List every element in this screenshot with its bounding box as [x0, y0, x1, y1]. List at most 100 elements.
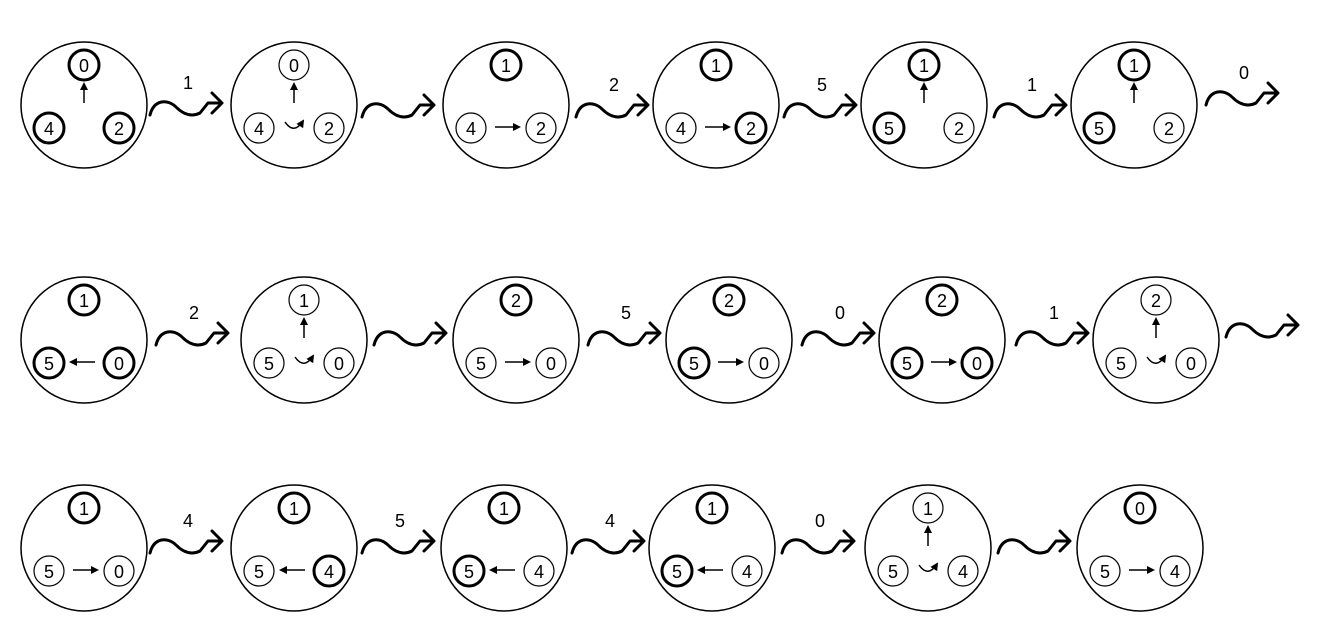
node-top: 1: [277, 491, 311, 525]
node-label: 2: [746, 119, 756, 139]
arrow-head: [636, 93, 650, 117]
node-top: 1: [67, 491, 101, 525]
node-left: 5: [32, 346, 66, 380]
squiggle-arrow: [570, 538, 644, 555]
transition-15: 4: [570, 511, 646, 555]
node-left: 5: [253, 347, 285, 379]
transition-label: 5: [395, 511, 405, 531]
transition-label: 1: [1049, 303, 1059, 323]
node-left: 5: [33, 555, 65, 587]
transition-3: 2: [574, 75, 650, 119]
node-circle: [452, 554, 486, 588]
state-circle: [440, 484, 568, 612]
node-left: 4: [32, 111, 66, 145]
transition-6: 0: [1204, 63, 1280, 107]
node-label: 5: [264, 354, 274, 374]
node-circle: [323, 347, 355, 379]
transition-16: 0: [780, 511, 856, 555]
state-circle: [230, 484, 358, 612]
transition-11: 1: [1014, 303, 1090, 347]
node-label: 4: [1170, 562, 1180, 582]
node-circle: [253, 347, 285, 379]
node-circle: [731, 555, 763, 587]
arrow-head: [434, 321, 448, 345]
transition-5: 1: [992, 75, 1068, 119]
node-label: 1: [79, 291, 89, 311]
squiggle-arrow: [782, 102, 856, 119]
curl-arrow: [284, 119, 305, 129]
node-circle: [960, 346, 994, 380]
node-circle: [1175, 347, 1207, 379]
node-left: 5: [1105, 347, 1137, 379]
node-right: 2: [525, 112, 557, 144]
arrow-head: [1054, 93, 1068, 117]
node-circle: [699, 48, 733, 82]
node-top: 1: [699, 48, 733, 82]
node-label: 5: [1100, 562, 1110, 582]
node-right: 4: [523, 555, 555, 587]
state-circle: [452, 276, 580, 404]
node-circle: [877, 555, 909, 587]
transition-label: 0: [1239, 63, 1249, 83]
node-circle: [67, 48, 101, 82]
node-label: 0: [972, 354, 982, 374]
squiggle-arrow: [586, 330, 660, 347]
arrow-head: [632, 529, 646, 553]
node-label: 1: [289, 499, 299, 519]
node-label: 0: [1186, 354, 1196, 374]
node-label: 0: [289, 56, 299, 76]
transition-7: 2: [154, 303, 230, 347]
node-label: 4: [534, 562, 544, 582]
node-top: 1: [907, 48, 941, 82]
state-circle: [860, 41, 988, 169]
node-top: 2: [712, 283, 746, 317]
node-label: 5: [902, 354, 912, 374]
node-label: 0: [1135, 499, 1145, 519]
arrow-head: [1286, 313, 1300, 337]
transition-2: [360, 93, 436, 119]
node-circle: [748, 347, 780, 379]
node-label: 1: [299, 291, 309, 311]
arrow-head: [210, 529, 224, 553]
node-circle: [1089, 555, 1121, 587]
node-label: 4: [958, 562, 968, 582]
state-circle: [1070, 41, 1198, 169]
node-circle: [907, 48, 941, 82]
squiggle-arrow: [800, 330, 874, 347]
transition-17: [996, 529, 1072, 555]
node-circle: [925, 283, 959, 317]
squiggle-arrow: [996, 538, 1070, 555]
node-circle: [499, 283, 533, 317]
node-left: 5: [660, 554, 694, 588]
node-right: 2: [313, 112, 345, 144]
node-left: 5: [243, 555, 275, 587]
node-circle: [102, 346, 136, 380]
node-label: 5: [1094, 119, 1104, 139]
node-top: 1: [67, 283, 101, 317]
node-circle: [102, 111, 136, 145]
node-right: 2: [734, 111, 768, 145]
squiggle-arrow: [780, 538, 854, 555]
node-circle: [103, 555, 135, 587]
node-circle: [33, 555, 65, 587]
state-circle: [652, 41, 780, 169]
node-circle: [243, 112, 275, 144]
arrow-head: [1076, 321, 1090, 345]
node-left: 5: [1089, 555, 1121, 587]
node-right: 0: [748, 347, 780, 379]
arrow-head: [844, 93, 858, 117]
node-circle: [1159, 555, 1191, 587]
node-label: 4: [676, 119, 686, 139]
node-circle: [288, 284, 320, 316]
transition-label: 2: [189, 303, 199, 323]
node-circle: [67, 283, 101, 317]
transition-label: 5: [621, 303, 631, 323]
